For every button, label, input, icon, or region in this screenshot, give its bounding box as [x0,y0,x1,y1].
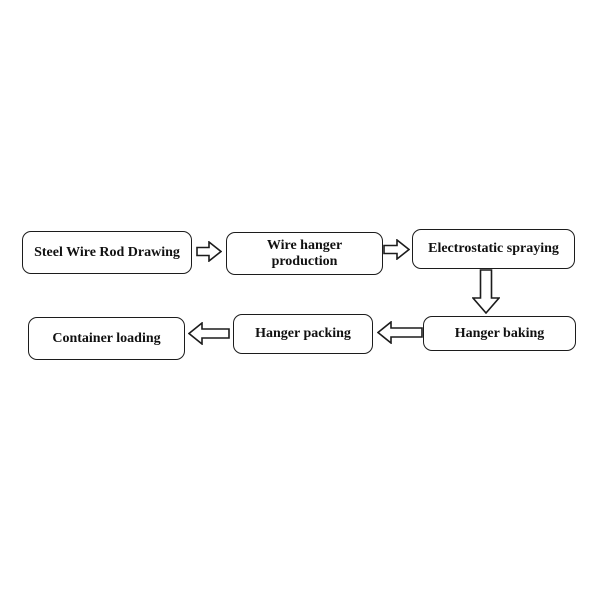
node-container-loading: Container loading [28,317,185,360]
node-label: Hanger baking [454,325,545,341]
arrow-left-icon [377,321,423,344]
node-label: Steel Wire Rod Drawing [34,244,180,260]
node-label: Container loading [52,330,161,346]
node-steel-wire-rod-drawing: Steel Wire Rod Drawing [22,231,192,274]
node-label: Hanger packing [255,326,351,342]
node-electrostatic-spraying: Electrostatic spraying [412,229,575,269]
arrow-down-icon [472,269,500,314]
arrow-right-icon [383,239,410,260]
node-label: Wire hanger production [266,238,343,269]
node-hanger-baking: Hanger baking [423,316,576,351]
node-hanger-packing: Hanger packing [233,314,373,354]
arrow-left-icon [188,322,230,345]
arrow-right-icon [196,241,222,262]
node-wire-hanger-production: Wire hanger production [226,232,383,275]
node-label: Electrostatic spraying [428,241,559,257]
